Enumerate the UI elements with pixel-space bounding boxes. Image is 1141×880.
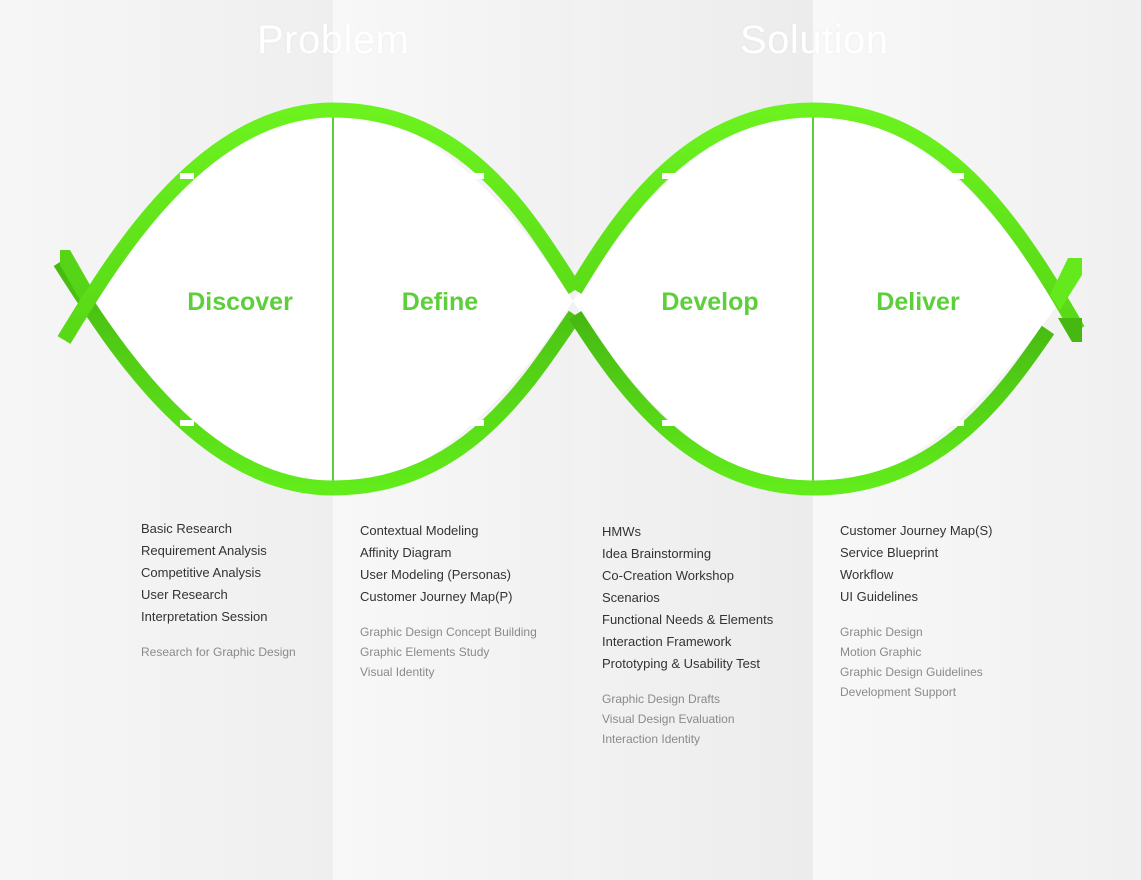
notch-accent: [470, 420, 484, 426]
sub-list-item: Interaction Identity: [602, 732, 701, 746]
sub-list: Graphic Design Drafts Visual Design Eval…: [602, 689, 773, 749]
list-item: Customer Journey Map(P): [360, 589, 513, 604]
strand-bottom-right: [568, 310, 1055, 496]
list-item: Interaction Framework: [602, 634, 732, 649]
list-item: Idea Brainstorming: [602, 546, 712, 561]
strand-bottom-left: [53, 257, 582, 496]
stage-label-discover: Discover: [187, 288, 293, 316]
list-item: HMWs: [602, 524, 641, 539]
sub-list-item: Graphic Design Drafts: [602, 692, 721, 706]
notch-accent: [950, 173, 964, 179]
strand-end-right-lower: [1058, 318, 1082, 342]
list-item: Requirement Analysis: [141, 543, 267, 558]
strand-top-right: [568, 102, 1085, 334]
notch-accent: [662, 420, 676, 426]
list-item: User Research: [141, 587, 228, 602]
list-item: Prototyping & Usability Test: [602, 656, 760, 671]
stage-label-define: Define: [402, 288, 479, 316]
column-develop: HMWs Idea Brainstorming Co-Creation Work…: [602, 521, 773, 749]
sub-list-item: Motion Graphic: [840, 645, 922, 659]
column-define: Contextual Modeling Affinity Diagram Use…: [360, 520, 537, 682]
sub-list: Graphic Design Motion Graphic Graphic De…: [840, 622, 992, 702]
lens-solution: [573, 110, 1060, 488]
column-discover: Basic Research Requirement Analysis Comp…: [141, 518, 296, 662]
sub-list: Research for Graphic Design: [141, 642, 296, 662]
list-item: Functional Needs & Elements: [602, 612, 774, 627]
notch-accent: [950, 420, 964, 426]
sub-list-item: Graphic Design: [840, 625, 923, 639]
notch-accent: [180, 173, 194, 179]
sub-list-item: Visual Design Evaluation: [602, 712, 735, 726]
list-item: Contextual Modeling: [360, 523, 479, 538]
list-item: Co-Creation Workshop: [602, 568, 734, 583]
list-item: Competitive Analysis: [141, 565, 261, 580]
phase-title-solution: Solution: [740, 18, 889, 62]
stage-label-deliver: Deliver: [876, 288, 960, 316]
column-deliver: Customer Journey Map(S) Service Blueprin…: [840, 520, 992, 702]
stage-label-develop: Develop: [661, 288, 758, 316]
sub-list-item: Graphic Design Concept Building: [360, 625, 537, 639]
list-item: User Modeling (Personas): [360, 567, 512, 582]
notch-accent: [180, 420, 194, 426]
list-item: Interpretation Session: [141, 609, 268, 624]
sub-list-item: Development Support: [840, 685, 957, 699]
notch-accent: [662, 173, 676, 179]
strand-end-left: [60, 250, 90, 300]
sub-list: Graphic Design Concept Building Graphic …: [360, 622, 537, 682]
lens-problem: [80, 110, 573, 488]
sub-list-item: Graphic Design Guidelines: [840, 665, 983, 679]
strand-end-right: [1050, 258, 1082, 310]
sub-list-item: Visual Identity: [360, 665, 435, 679]
list-item: Scenarios: [602, 590, 660, 605]
phase-title-problem: Problem: [257, 18, 410, 62]
sub-list-item: Research for Graphic Design: [141, 645, 296, 659]
notch-accent: [470, 173, 484, 179]
list-item: UI Guidelines: [840, 589, 919, 604]
list-item: Service Blueprint: [840, 545, 939, 560]
list-item: Customer Journey Map(S): [840, 523, 993, 538]
list-item: Workflow: [840, 567, 894, 582]
sub-list-item: Graphic Elements Study: [360, 645, 490, 659]
list-item: Affinity Diagram: [360, 545, 452, 560]
strand-top-left: [57, 102, 582, 344]
list-item: Basic Research: [141, 521, 233, 536]
